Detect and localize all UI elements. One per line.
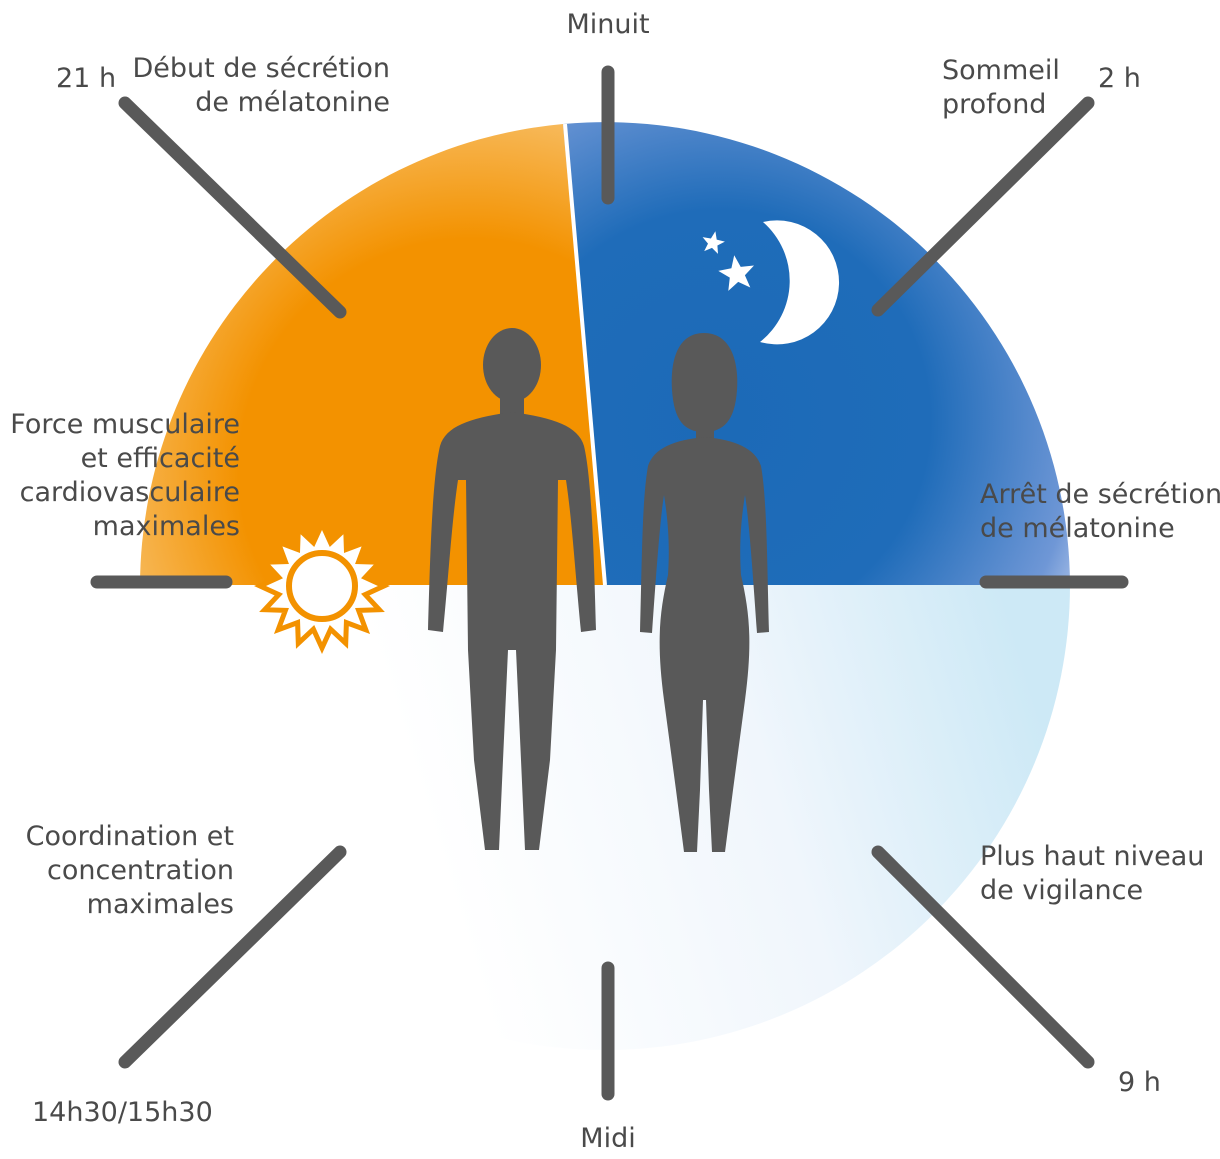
force-line-1: Force musculaire [10,408,240,442]
label-coordination: Coordination et concentration maximales [26,820,234,922]
label-melatonin-start: Début de sécrétion de mélatonine [132,52,390,120]
force-line-2: et efficacité [10,442,240,476]
melatonin-stop-line-1: Arrêt de sécrétion [980,478,1220,512]
melatonin-stop-line-2: de mélatonine [980,512,1220,546]
label-2h: 2 h [1098,62,1141,96]
coordination-line-3: maximales [26,888,234,922]
force-line-4: maximales [10,510,240,544]
label-melatonin-stop: Arrêt de sécrétion de mélatonine [980,478,1220,546]
tick-2h [878,103,1088,310]
label-force: Force musculaire et efficacité cardiovas… [10,408,240,544]
label-vigilance: Plus haut niveau de vigilance [980,840,1204,908]
melatonin-start-line-1: Début de sécrétion [132,52,390,86]
deep-sleep-line-1: Sommeil [942,54,1060,88]
deep-sleep-line-2: profond [942,88,1060,122]
label-14h30: 14h30/15h30 [32,1096,213,1130]
melatonin-start-line-2: de mélatonine [132,86,390,120]
label-deep-sleep: Sommeil profond [942,54,1060,122]
label-21h: 21 h [56,62,116,96]
vigilance-line-2: de vigilance [980,874,1204,908]
coordination-line-2: concentration [26,854,234,888]
sun-icon [260,524,384,648]
tick-21h [125,103,340,312]
vigilance-line-1: Plus haut niveau [980,840,1204,874]
coordination-line-1: Coordination et [26,820,234,854]
label-9h: 9 h [1118,1066,1161,1100]
label-minuit: Minuit [548,8,668,42]
force-line-3: cardiovasculaire [10,476,240,510]
label-midi: Midi [548,1122,668,1156]
